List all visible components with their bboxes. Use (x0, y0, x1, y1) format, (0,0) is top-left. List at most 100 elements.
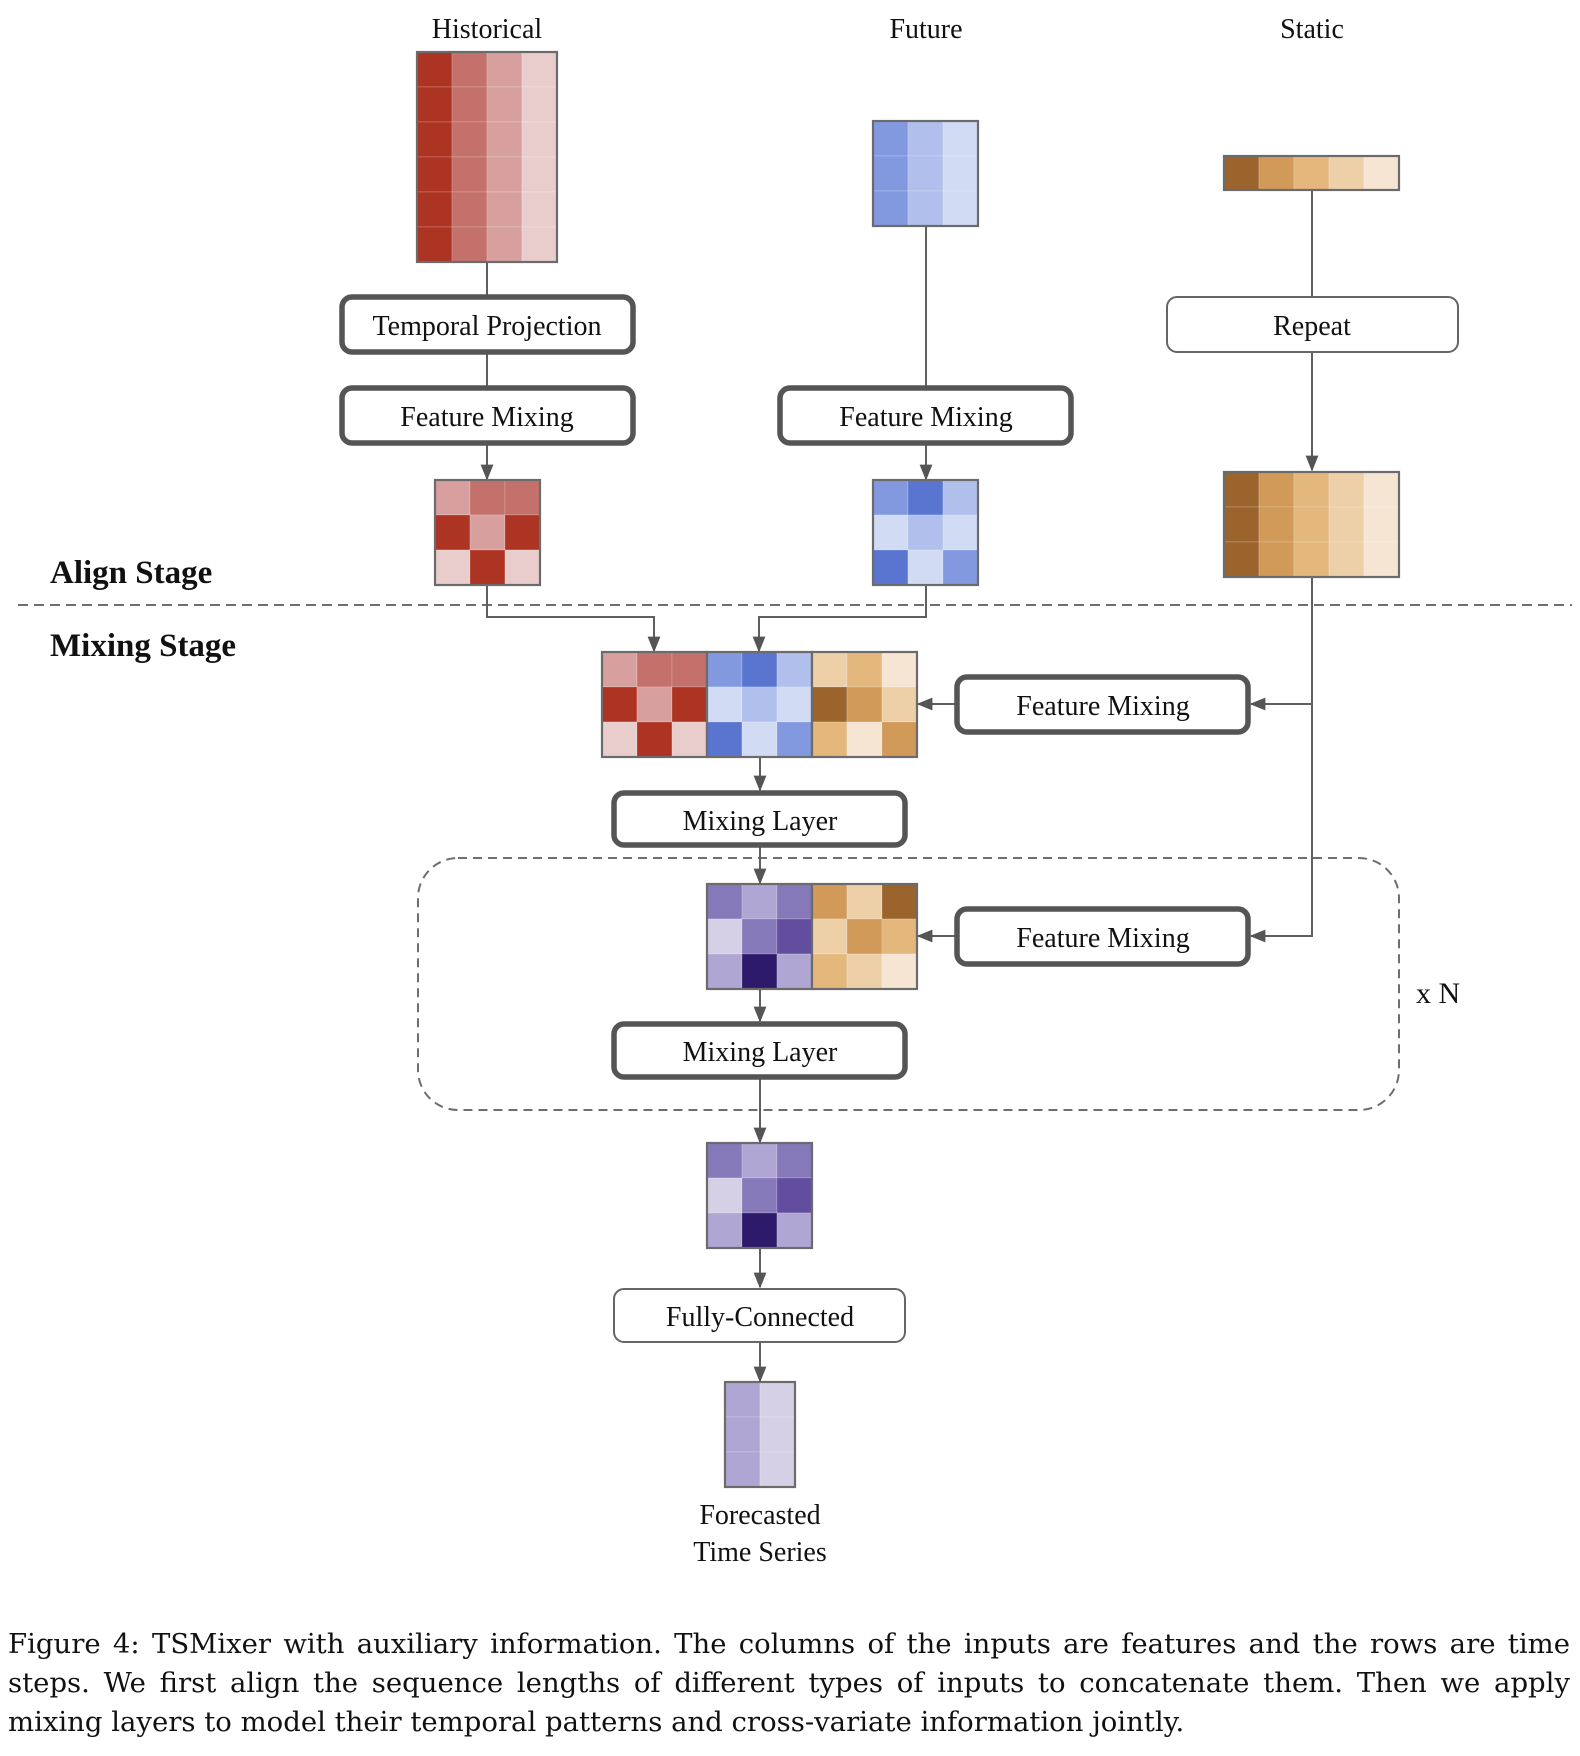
matrix-border (871, 119, 980, 228)
repeat-block-frame (417, 857, 1400, 1111)
concat-historical-block (600, 650, 709, 759)
matrix-cell (706, 1142, 743, 1179)
matrix-cell (486, 51, 523, 88)
matrix-cell (942, 514, 979, 551)
future-aligned-matrix (871, 478, 980, 587)
matrix-cell (416, 156, 453, 193)
matrix-cell (521, 86, 558, 123)
mixing-layer-1-box: Mixing Layer (611, 790, 908, 848)
matrix-cell (416, 86, 453, 123)
matrix-cell (846, 883, 883, 920)
matrix-border (810, 650, 919, 759)
matrix-cell (1293, 541, 1330, 578)
matrix-cell (451, 51, 488, 88)
matrix-cell (776, 686, 813, 723)
matrix-cell (907, 120, 944, 157)
repeat-count-label: x N (1416, 977, 1460, 1010)
matrix-cell (671, 721, 708, 758)
matrix-cell (434, 479, 471, 516)
matrix-cell (521, 156, 558, 193)
matrix-cell (811, 686, 848, 723)
matrix-cell (451, 156, 488, 193)
matrix-cell (811, 953, 848, 990)
matrix-cell (486, 226, 523, 263)
matrix-cell (907, 479, 944, 516)
matrix-cell (469, 479, 506, 516)
matrix-cell (486, 86, 523, 123)
align-stage-label: Align Stage (50, 555, 212, 591)
repeat-label: Repeat (1273, 311, 1351, 342)
matrix-cell (671, 686, 708, 723)
matrix-cell (872, 155, 909, 192)
matrix-cell (1363, 155, 1400, 191)
matrix-cell (741, 686, 778, 723)
matrix-cell (521, 121, 558, 158)
matrix-cell (907, 514, 944, 551)
mixed-static-block (810, 882, 919, 991)
matrix-cell (706, 1212, 743, 1249)
matrix-border (723, 1380, 797, 1489)
concat-future-block (705, 650, 814, 759)
matrix-cell (759, 1451, 796, 1488)
matrix-cell (872, 190, 909, 227)
forecast-label-line-1: Forecasted (699, 1500, 820, 1531)
matrix-cell (636, 651, 673, 688)
figure-caption: Figure 4: TSMixer with auxiliary informa… (8, 1628, 1570, 1738)
column-title-future: Future (889, 14, 962, 45)
matrix-cell (469, 549, 506, 586)
matrix-cell (942, 479, 979, 516)
connector-future-aligned-to-concat (752, 584, 927, 653)
fully-connected-box: Fully-Connected (613, 1288, 906, 1343)
matrix-cell (521, 226, 558, 263)
matrix-border (871, 478, 980, 587)
matrix-cell (724, 1451, 761, 1488)
matrix-cell (872, 479, 909, 516)
matrix-cell (872, 549, 909, 586)
matrix-cell (1223, 471, 1260, 508)
matrix-cell (1293, 506, 1330, 543)
matrix-cell (741, 651, 778, 688)
matrix-cell (846, 953, 883, 990)
matrix-cell (776, 1142, 813, 1179)
repeat-box: Repeat (1166, 296, 1459, 353)
matrix-cell (881, 651, 918, 688)
matrix-cell (706, 721, 743, 758)
matrix-cell (776, 651, 813, 688)
static-repeated-matrix (1222, 470, 1401, 579)
feature-mixing-future-box: Feature Mixing (777, 385, 1074, 446)
temporal-projection-label: Temporal Projection (373, 311, 602, 342)
mixing-layer-2-label: Mixing Layer (683, 1037, 838, 1068)
matrix-cell (434, 514, 471, 551)
matrix-cell (1363, 541, 1400, 578)
matrix-cell (1328, 155, 1365, 191)
matrix-border (1222, 154, 1401, 192)
matrix-cell (416, 191, 453, 228)
matrix-cell (504, 514, 541, 551)
matrix-cell (706, 883, 743, 920)
matrix-cell (451, 121, 488, 158)
matrix-cell (741, 1177, 778, 1214)
matrix-cell (486, 191, 523, 228)
matrix-cell (881, 953, 918, 990)
matrix-cell (1223, 541, 1260, 578)
matrix-cell (776, 1212, 813, 1249)
matrix-cell (1328, 471, 1365, 508)
matrix-cell (776, 721, 813, 758)
matrix-cell (872, 514, 909, 551)
matrix-cell (451, 226, 488, 263)
matrix-cell (1293, 471, 1330, 508)
matrix-cell (1328, 506, 1365, 543)
matrix-cell (1258, 155, 1295, 191)
mixing-layer-2-box: Mixing Layer (611, 1021, 908, 1080)
matrix-cell (776, 918, 813, 955)
connectors (480, 190, 1319, 1383)
matrix-cell (1223, 506, 1260, 543)
matrix-cell (706, 686, 743, 723)
matrix-cell (724, 1381, 761, 1418)
matrices (415, 50, 1401, 1489)
matrix-cell (486, 156, 523, 193)
matrix-cell (907, 549, 944, 586)
historical-input-matrix (415, 50, 559, 264)
matrix-cell (416, 51, 453, 88)
matrix-cell (504, 479, 541, 516)
